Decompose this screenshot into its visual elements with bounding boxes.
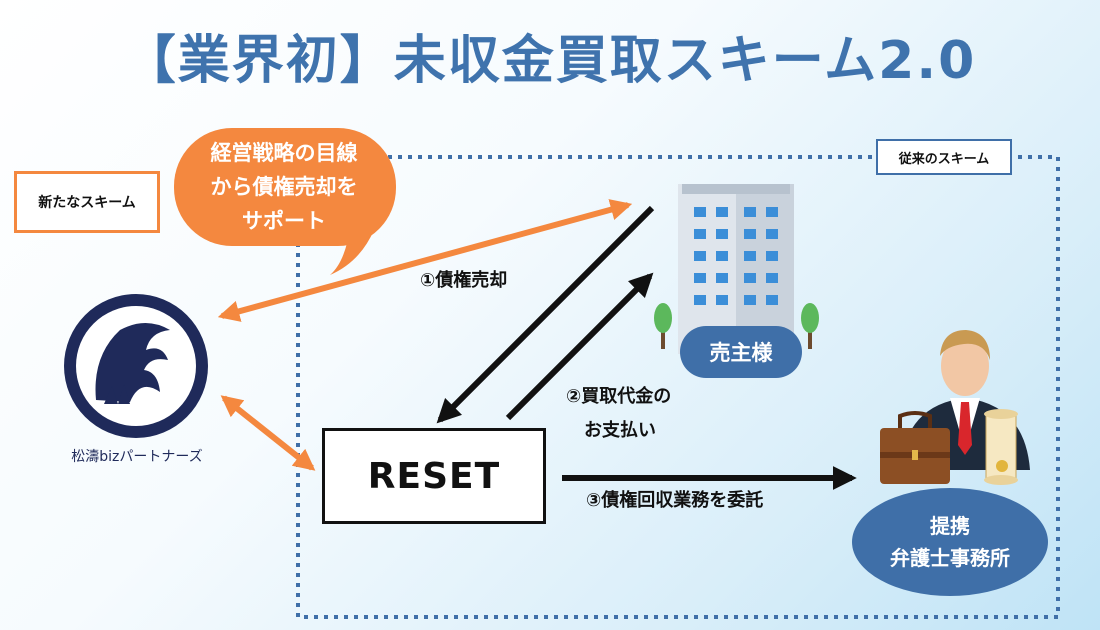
step2-label: ②買取代金の お支払い [566, 380, 726, 448]
briefcase-icon [880, 411, 950, 484]
seller-label: 売主様 [709, 341, 773, 365]
lawyer-line: 提携 [930, 514, 970, 538]
step2-line: ②買取代金の [566, 386, 672, 407]
page-title: 【業界初】未収金買取スキーム2.0 [123, 31, 977, 91]
step2-line: お支払い [584, 420, 656, 441]
tree-icon [654, 303, 672, 349]
step1-label: ①債権売却 [420, 270, 508, 291]
lawyer-line: 弁護士事務所 [890, 546, 1010, 570]
bubble-line: サポート [242, 209, 326, 233]
lawyer-label: 提携 弁護士事務所 [852, 490, 1048, 594]
bubble-line: から債権売却を [210, 175, 358, 199]
wave-logo-icon [64, 294, 208, 438]
speech-bubble-text: 経営戦略の目線 から債権売却を サポート [180, 136, 388, 238]
tree-icon [801, 303, 819, 349]
arrow-partner-reset [220, 395, 316, 471]
step3-label: ③債権回収業務を委託 [586, 490, 764, 511]
new-scheme-label: 新たなスキーム [14, 171, 160, 233]
traditional-scheme-frame [296, 155, 1060, 619]
arrow-support-consulting [217, 199, 633, 322]
traditional-scheme-label: 従来のスキーム [876, 139, 1012, 175]
seller-pill [680, 326, 802, 378]
office-building-icon [678, 184, 794, 354]
bubble-line: 経営戦略の目線 [210, 141, 358, 165]
company-name: 松濤bizパートナーズ [71, 449, 203, 465]
lawyer-pill [852, 488, 1048, 596]
reset-box: RESET [322, 428, 546, 524]
scroll-document-icon [984, 409, 1018, 485]
